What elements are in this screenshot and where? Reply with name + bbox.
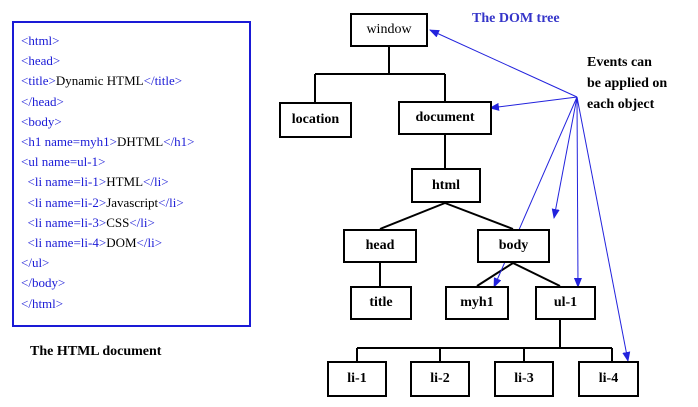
code-tag: </h1> — [163, 134, 195, 149]
code-line: </body> — [21, 275, 65, 290]
node-location: location — [279, 102, 352, 138]
code-line: <li name=li-2>Javascript</li> — [21, 195, 184, 210]
code-line: </ul> — [21, 255, 49, 270]
code-line: <li name=li-4>DOM</li> — [21, 235, 163, 250]
dom-tree-title: The DOM tree — [472, 11, 560, 26]
code-line: <li name=li-3>CSS</li> — [21, 215, 155, 230]
code-tag: </body> — [21, 275, 66, 291]
code-tag: <html> — [21, 33, 60, 48]
code-line: </head> — [21, 94, 64, 109]
code-line: <li name=li-1>HTML</li> — [21, 174, 169, 189]
node-li-2: li-2 — [410, 361, 470, 397]
node-html: html — [411, 168, 481, 203]
node-body: body — [477, 229, 550, 263]
code-text: HTML — [106, 174, 144, 190]
code-tag: <li name=li-1> — [21, 174, 107, 190]
events-note-line-2: be applied on — [587, 76, 668, 91]
edge-html-head — [379, 202, 446, 230]
code-tag: </ul> — [21, 255, 50, 271]
event-arrow-body — [551, 96, 578, 219]
node-li-3: li-3 — [494, 361, 554, 397]
code-tag: </li> — [143, 174, 169, 190]
event-arrow-window — [429, 29, 578, 98]
code-tag: </li> — [158, 194, 184, 210]
event-arrow-ul1 — [573, 96, 582, 288]
code-text: DHTML — [117, 134, 164, 149]
node-document: document — [398, 101, 492, 135]
node-title: title — [350, 286, 412, 320]
event-arrow-document — [489, 96, 578, 111]
code-text: CSS — [106, 214, 130, 230]
code-tag: </title> — [143, 73, 183, 89]
code-tag: <li name=li-3> — [21, 214, 107, 230]
code-tag: <h1 name=myh1> — [21, 134, 118, 149]
node-window: window — [350, 13, 428, 47]
code-tag: <li name=li-4> — [21, 235, 107, 250]
code-tag: </li> — [129, 214, 155, 230]
code-tag: </li> — [136, 235, 163, 250]
edge-html-body — [444, 202, 514, 230]
edge-body-myh1 — [476, 262, 514, 287]
code-text: Javascript — [106, 194, 159, 210]
node-head: head — [343, 229, 417, 263]
code-text: Dynamic HTML — [55, 73, 144, 89]
events-note-line-1: Events can — [587, 55, 652, 70]
code-tag: <li name=li-2> — [21, 194, 107, 210]
html-code-panel: <html><head><title>Dynamic HTML</title><… — [12, 21, 251, 327]
code-line: <title>Dynamic HTML</title> — [21, 73, 182, 88]
code-tag: <body> — [21, 113, 62, 129]
code-line: <html> — [21, 33, 60, 48]
code-line: </html> — [21, 296, 63, 311]
code-tag: <ul name=ul-1> — [21, 154, 106, 170]
code-text: DOM — [106, 235, 137, 250]
html-document-caption: The HTML document — [30, 344, 162, 359]
code-line: <body> — [21, 114, 62, 129]
code-tag: <head> — [21, 53, 61, 69]
events-note: Events can be applied on each object — [587, 52, 667, 115]
code-line: <head> — [21, 53, 60, 68]
code-line: <h1 name=myh1>DHTML</h1> — [21, 134, 195, 149]
events-note-line-3: each object — [587, 97, 655, 112]
node-li-4: li-4 — [578, 361, 639, 397]
node-li-1: li-1 — [327, 361, 387, 397]
code-tag: </head> — [21, 93, 64, 109]
code-line: <ul name=ul-1> — [21, 154, 105, 169]
event-arrow-li4 — [576, 96, 631, 362]
node-ul-1: ul-1 — [535, 286, 596, 320]
edge-body-ul1 — [512, 262, 561, 287]
code-tag: <title> — [21, 73, 56, 89]
code-tag: </html> — [21, 295, 64, 311]
node-myh1: myh1 — [445, 286, 509, 320]
